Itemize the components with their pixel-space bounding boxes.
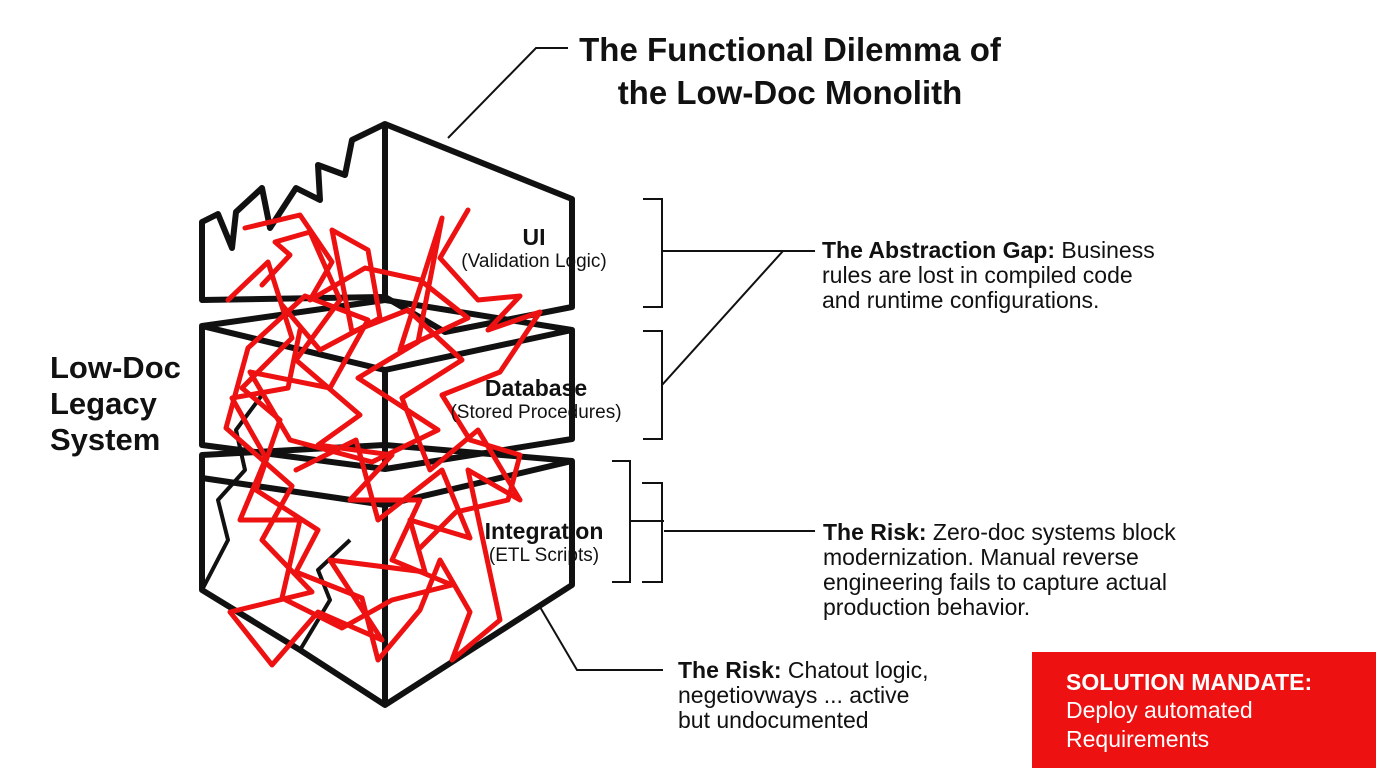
risk-undocumented-line-3: but undocumented — [678, 707, 869, 733]
scribble-path-1 — [223, 212, 473, 668]
risk-modernization-line-3: engineering fails to capture actual — [823, 569, 1167, 595]
page-title: The Functional Dilemma of the Low-Doc Mo… — [560, 28, 1020, 114]
connector-lines — [447, 47, 815, 671]
layer-ui-name: UI — [522, 224, 546, 250]
undocumented-connector — [539, 606, 663, 671]
risk-modernization-heading: The Risk: — [823, 519, 927, 545]
risk-modernization-note: The Risk: Zero-doc systems block moderni… — [823, 520, 1176, 620]
layer-integration-name: Integration — [484, 518, 604, 544]
scribble-path-2 — [225, 227, 523, 663]
layer-integration-detail: (ETL Scripts) — [488, 545, 600, 566]
block-crack-left — [200, 393, 264, 591]
layer-ui-detail: (Validation Logic) — [461, 251, 607, 272]
database-bracket — [643, 330, 663, 440]
solution-mandate-box: SOLUTION MANDATE: Deploy automated Requi… — [1032, 652, 1376, 768]
risk-undocumented-note: The Risk: Chatout logic, negetiovways ..… — [678, 658, 929, 733]
title-leader-line — [447, 47, 568, 139]
ui-bracket — [643, 198, 663, 308]
block-mid-slab — [199, 297, 575, 472]
solution-mandate-line-2: Requirements — [1066, 726, 1210, 752]
title-line-1: The Functional Dilemma of — [579, 31, 1001, 68]
solution-mandate-body: Deploy automated Requirements — [1066, 696, 1356, 754]
risk-modernization-line-2: modernization. Manual reverse — [823, 544, 1139, 570]
risk-undocumented-line-2: negetiovways ... active — [678, 682, 910, 708]
system-label-line-1: Low-Doc — [50, 350, 181, 385]
abstraction-gap-heading: The Abstraction Gap: — [822, 237, 1055, 263]
title-line-2: the Low-Doc Monolith — [617, 74, 963, 111]
abstraction-connector-b — [661, 250, 784, 386]
block-mid-inner-top — [201, 323, 386, 373]
layer-database-name: Database — [484, 375, 588, 401]
system-label-line-2: Legacy — [50, 386, 157, 421]
abstraction-gap-note: The Abstraction Gap: Business rules are … — [822, 238, 1155, 313]
risk-modernization-line-1: Zero-doc systems block — [932, 519, 1176, 545]
scribble-path-4 — [417, 207, 543, 551]
system-label: Low-Doc Legacy System — [50, 350, 181, 458]
scribble-path-3 — [229, 229, 455, 631]
layer-integration-label: Integration (ETL Scripts) — [468, 518, 620, 568]
layer-database-detail: (Stored Procedures) — [450, 402, 622, 423]
risk-undocumented-heading: The Risk: — [678, 657, 782, 683]
abstraction-gap-line-1: Business — [1061, 237, 1155, 263]
solution-mandate-line-1: Deploy automated — [1066, 697, 1253, 723]
tangled-logic-scribble — [223, 207, 543, 668]
abstraction-gap-line-3: and runtime configurations. — [822, 287, 1100, 313]
risk-undocumented-line-1: Chatout logic, — [787, 657, 929, 683]
solution-mandate-title: SOLUTION MANDATE: — [1066, 669, 1313, 695]
layer-ui-label: UI (Validation Logic) — [436, 224, 632, 274]
integration-bracket-inner — [642, 482, 663, 583]
block-front-cracked-top — [199, 121, 387, 303]
layer-database-label: Database (Stored Procedures) — [436, 375, 636, 425]
risk-modernization-line-4: production behavior. — [823, 594, 1031, 620]
abstraction-gap-line-2: rules are lost in compiled code — [822, 262, 1133, 288]
system-label-line-3: System — [50, 422, 161, 457]
block-low-slab — [199, 442, 575, 708]
block-mid-inner-right — [384, 327, 573, 373]
